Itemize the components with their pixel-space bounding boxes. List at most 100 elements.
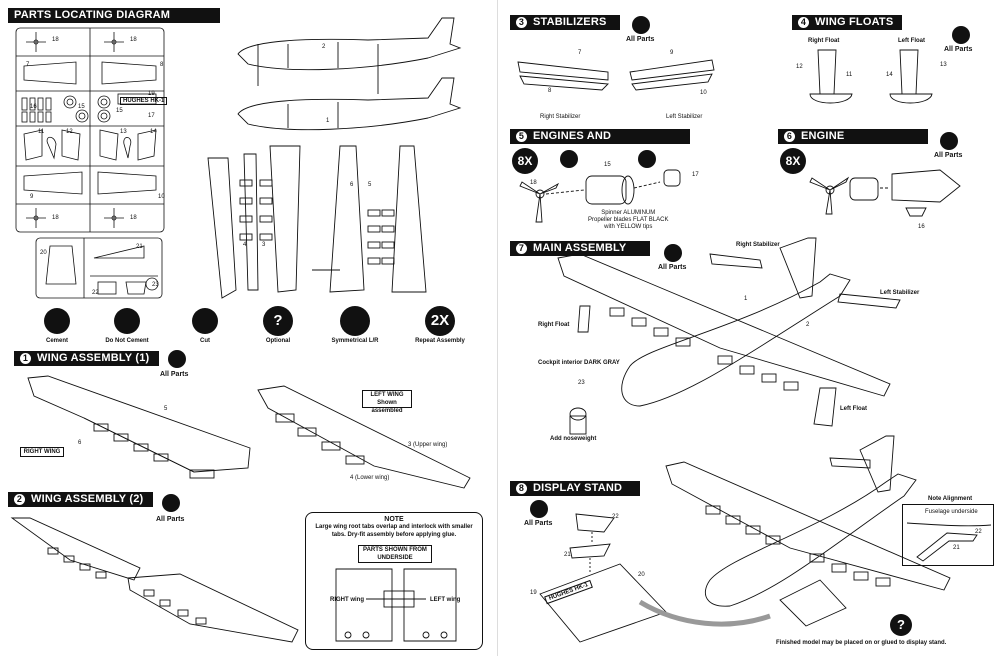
step-number: 3 — [516, 17, 527, 28]
step-number: 5 — [516, 131, 527, 142]
sprue-nameplate: HUGHES HK-1 — [120, 97, 168, 105]
part-num: 22 — [612, 514, 619, 520]
repeat-8x-badge: 8X — [512, 148, 538, 174]
part-num: 2 — [322, 44, 326, 50]
left-wing-assembly-drawing — [257, 385, 471, 489]
step3-header: 3 STABILIZERS — [510, 15, 620, 30]
sprue-num: 16 — [30, 104, 37, 110]
finished-note: Finished model may be placed on or glued… — [776, 640, 947, 646]
left-stabilizer-label: Left Stabilizer — [880, 290, 920, 296]
all-parts-label: All Parts — [626, 36, 655, 43]
sprue-num: 18 — [130, 215, 137, 221]
sprue-num: 23 — [152, 282, 159, 288]
finished-model-drawing — [638, 435, 951, 627]
legend-label: Do Not Cement — [105, 338, 149, 344]
sprue-num: 9 — [30, 194, 34, 200]
cement-icon — [44, 308, 70, 334]
all-parts-label: All Parts — [944, 46, 973, 53]
part-num: 11 — [846, 72, 853, 78]
left-wing-shown-box: LEFT WING Shown assembled — [362, 390, 412, 414]
part-num: 4 — [243, 242, 247, 248]
sprue-num: 18 — [130, 37, 137, 43]
sprue-tree-diagram — [15, 27, 165, 233]
part-num: 21 — [953, 545, 960, 551]
sprue-num: 19 — [148, 91, 155, 97]
part-num: 5 — [164, 406, 168, 412]
lower-wing-label: 4 (Lower wing) — [350, 475, 390, 481]
step-title: MAIN ASSEMBLY — [533, 242, 627, 254]
part-num: 23 — [578, 380, 585, 386]
left-stabilizer-label: Left Stabilizer — [666, 114, 703, 120]
note-box: NOTE Large wing root tabs overlap and in… — [305, 512, 483, 650]
part-num: 22 — [975, 529, 982, 535]
right-stabilizer-label: Right Stabilizer — [736, 242, 780, 248]
sprue-num: 22 — [92, 290, 99, 296]
sprue-num: 12 — [66, 129, 73, 135]
optional-icon: ? — [890, 614, 912, 636]
upper-wing-label: 3 (Upper wing) — [408, 442, 448, 448]
sprue-num: 15 — [116, 108, 123, 114]
cement-icon — [162, 494, 180, 512]
left-float-label: Left Float — [898, 38, 925, 44]
wing-floats-drawing — [809, 49, 933, 104]
parts-shown-underside-box: PARTS SHOWN FROM UNDERSIDE — [358, 545, 432, 563]
part-num: 14 — [886, 72, 893, 78]
part-num: 12 — [796, 64, 803, 70]
legend-label: Cut — [200, 338, 210, 344]
step-title: DISPLAY STAND — [533, 482, 623, 494]
left-wing-note-label: LEFT wing — [430, 597, 461, 603]
note-alignment-label: Note Alignment — [928, 496, 973, 502]
stand-sprue-diagram — [35, 237, 163, 299]
part-num: 3 — [262, 242, 266, 248]
part-num: 17 — [692, 172, 699, 178]
step-title: STABILIZERS — [533, 16, 607, 28]
cockpit-paint-note: Cockpit interior DARK GRAY — [538, 360, 620, 366]
part-num: 9 — [670, 50, 674, 56]
cement-icon — [952, 26, 970, 44]
all-parts-label: All Parts — [658, 264, 687, 271]
stabilizers-drawing — [517, 59, 715, 91]
main-assembly-drawing — [557, 237, 901, 435]
sprue-num: 17 — [148, 113, 155, 119]
step-number: 4 — [798, 17, 809, 28]
cement-icon — [664, 244, 682, 262]
part-num: 19 — [530, 590, 537, 596]
alignment-detail-drawing — [906, 522, 992, 562]
right-wing-assembly-drawing — [27, 375, 251, 479]
cement-icon — [638, 150, 656, 168]
optional-icon: ? — [263, 306, 293, 336]
right-wing-label: RIGHT WING — [20, 447, 64, 457]
part-num: 2 — [806, 322, 810, 328]
cement-icon — [168, 350, 186, 368]
legend-label: Repeat Assembly — [415, 338, 465, 344]
sprue-num: 21 — [136, 244, 143, 250]
part-num: 6 — [78, 440, 82, 446]
wing-joining-drawing — [10, 517, 299, 643]
sprue-num: 15 — [78, 104, 85, 110]
legend-label: Cement — [45, 338, 68, 344]
part-num: 15 — [604, 162, 611, 168]
wing-halves-drawing — [207, 145, 427, 299]
do-not-cement-icon — [560, 150, 578, 168]
sprue-num: 7 — [26, 62, 30, 68]
part-num: 5 — [368, 182, 372, 188]
part-num: 16 — [918, 224, 925, 230]
part-num: 21 — [564, 552, 571, 558]
repeat-8x-badge: 8X — [780, 148, 806, 174]
all-parts-label: All Parts — [934, 152, 963, 159]
legend-label: Symmetrical L/R — [331, 338, 379, 344]
sprue-num: 18 — [52, 37, 59, 43]
part-num: 1 — [744, 296, 748, 302]
all-parts-label: All Parts — [160, 371, 189, 378]
legend-label: Optional — [265, 338, 291, 344]
engine-propeller-drawing — [519, 169, 681, 223]
step-number: 6 — [784, 131, 795, 142]
part-num: 1 — [326, 118, 330, 124]
symmetrical-icon — [340, 306, 370, 336]
